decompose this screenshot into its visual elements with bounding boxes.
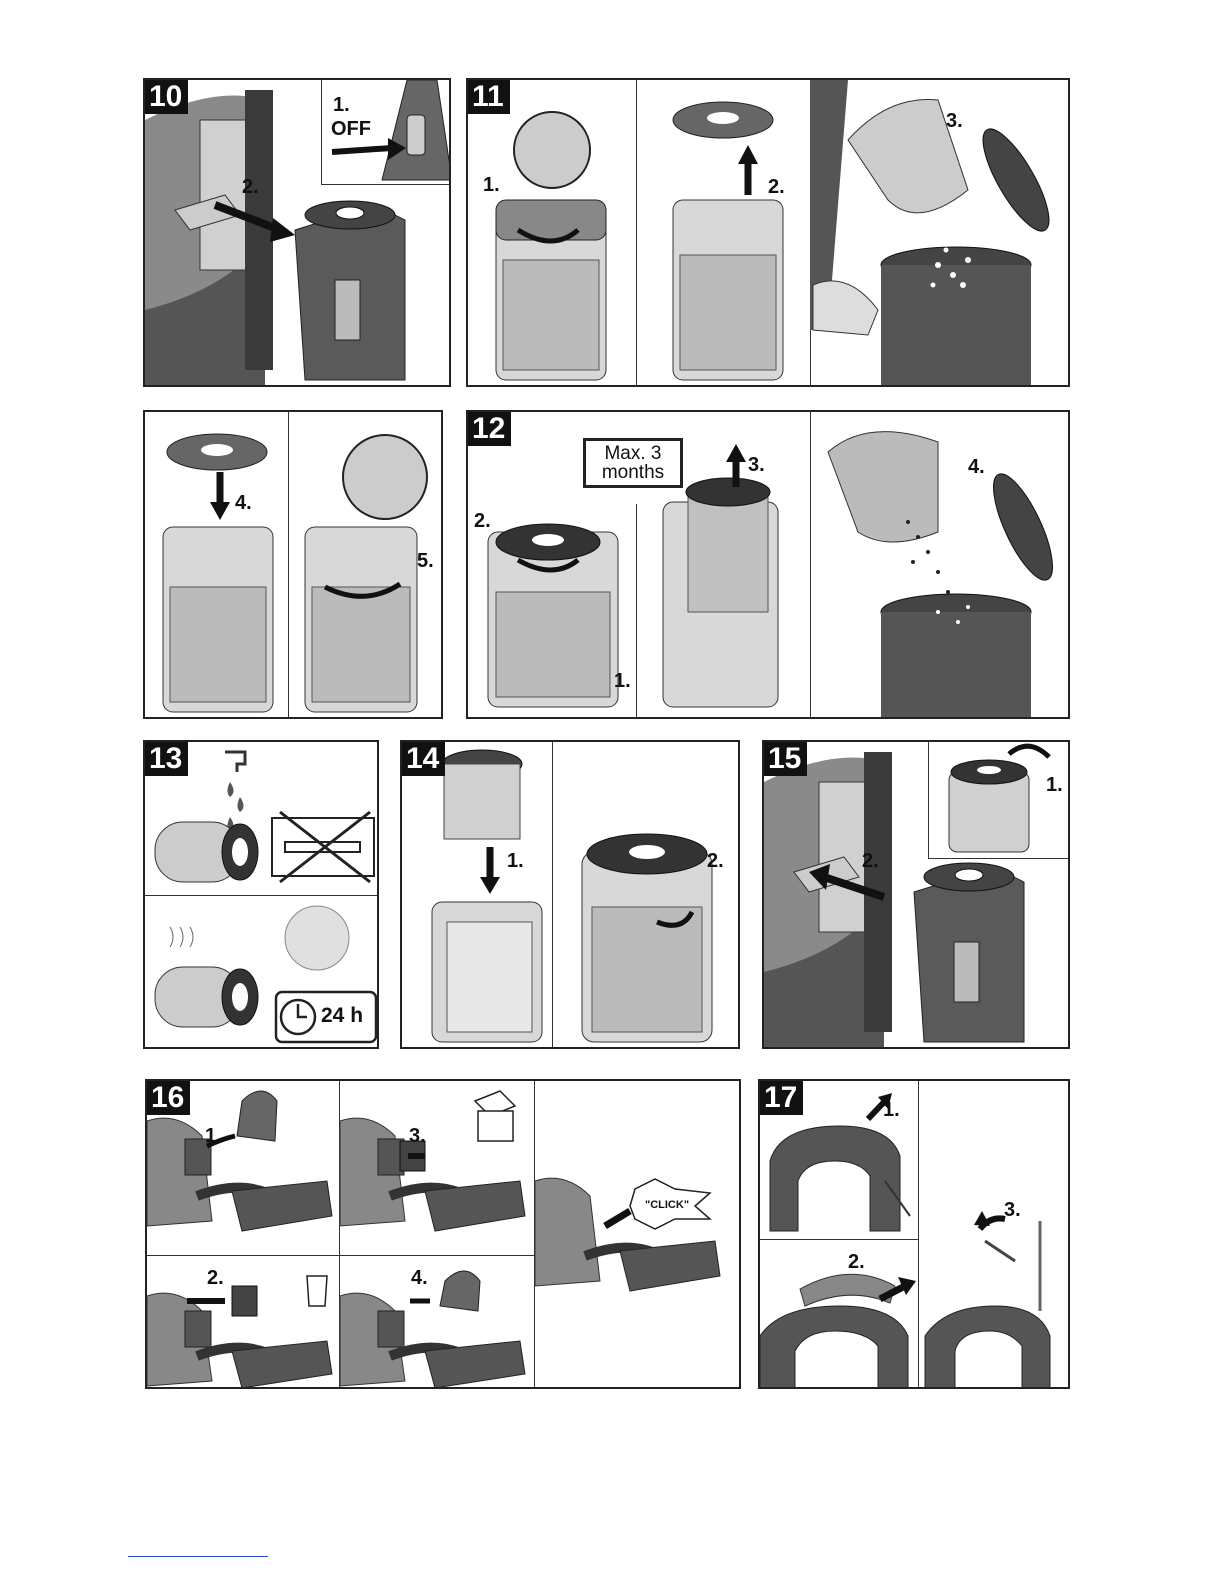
panel-13: 13 24 h — [143, 740, 379, 1049]
panel-number: 15 — [764, 742, 807, 776]
step-label: 5. — [417, 550, 434, 573]
step-label: 3. — [409, 1125, 426, 1148]
filter-illustration — [402, 742, 740, 1049]
step-label: 1. — [883, 1099, 900, 1122]
step-label: 4. — [968, 456, 985, 479]
step-label: 2. — [707, 850, 724, 873]
click-label: "CLICK" — [645, 1199, 689, 1211]
step-label: 2. — [242, 176, 259, 199]
bin-icon — [307, 1276, 327, 1306]
panel-number: 12 — [468, 412, 511, 446]
step-label: 2. — [848, 1251, 865, 1274]
filter-illustration — [468, 80, 1070, 387]
step-label: 1. — [205, 1125, 222, 1148]
off-label: OFF — [331, 118, 371, 141]
panel-10: 10 1. OFF 2. — [143, 78, 451, 387]
vacuum-illustration — [147, 1081, 741, 1389]
step-label: 1. — [507, 850, 524, 873]
panel-number: 11 — [468, 80, 510, 114]
step-label: 4. — [235, 492, 252, 515]
step-label: 2. — [862, 850, 879, 873]
step-label: 1. — [483, 174, 500, 197]
panel-number: 16 — [147, 1081, 190, 1115]
panel-17: 17 1. 2. 3. — [758, 1079, 1070, 1389]
filter-cleaning-illustration — [145, 742, 379, 1049]
handle-illustration — [760, 1081, 1070, 1389]
step-label: 1. — [1046, 774, 1063, 797]
step-label: 2. — [474, 510, 491, 533]
panel-number: 17 — [760, 1081, 803, 1115]
panel-number: 10 — [145, 80, 188, 114]
panel-11-continued: 4. 5. — [143, 410, 443, 719]
panel-16: 16 — [145, 1079, 741, 1389]
step-label: 2. — [207, 1267, 224, 1290]
step-label: 3. — [946, 110, 963, 133]
panel-number: 14 — [402, 742, 445, 776]
panel-12: 12 Max. 3 months 2. 3. 1. 4. — [466, 410, 1070, 719]
panel-11: 11 1. 2. 3. — [466, 78, 1070, 387]
tap-icon — [225, 752, 245, 772]
filter-illustration — [145, 412, 443, 719]
panel-15: 15 1. 2. — [762, 740, 1070, 1049]
panel-number: 13 — [145, 742, 188, 776]
step-label: 4. — [411, 1267, 428, 1290]
step-label: 1. — [333, 94, 350, 117]
duration-label: 24 h — [321, 1004, 363, 1028]
step-label: 3. — [1004, 1199, 1021, 1222]
panel-14: 14 1. 2. — [400, 740, 740, 1049]
step-label: 3. — [748, 454, 765, 477]
sun-icon — [285, 906, 349, 970]
step-label: 2. — [768, 176, 785, 199]
footer-rule — [128, 1556, 268, 1557]
inset-filter — [928, 742, 1070, 859]
step-label: 1. — [614, 670, 631, 693]
